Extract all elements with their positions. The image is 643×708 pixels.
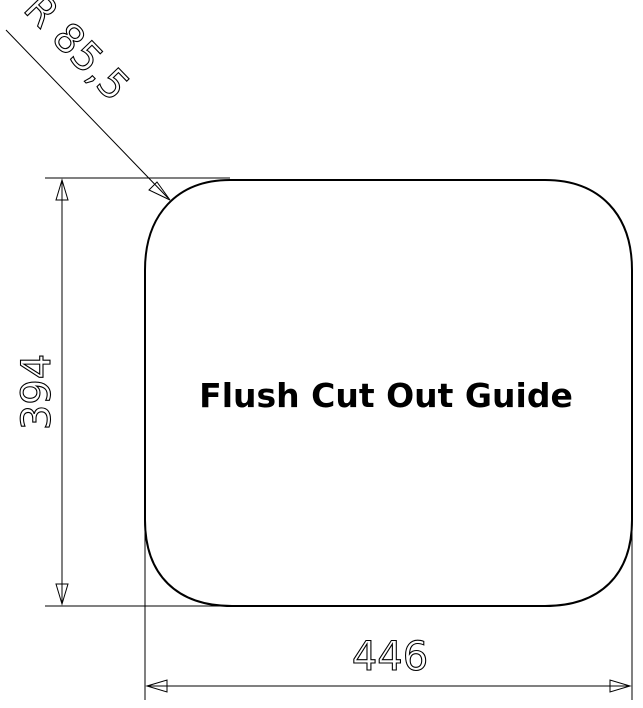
diagram-title: Flush Cut Out Guide xyxy=(199,376,573,415)
radius-leader-line xyxy=(5,29,169,199)
height-arrow-bottom xyxy=(55,583,69,606)
width-label: 446 xyxy=(352,634,428,680)
cutout-outline xyxy=(144,179,633,607)
radius-arrow xyxy=(148,181,171,201)
height-arrow-top xyxy=(55,178,69,201)
radius-label: R 85,5 xyxy=(15,0,138,110)
width-arrow-left xyxy=(145,679,168,693)
height-label: 394 xyxy=(14,354,60,430)
width-arrow-right xyxy=(609,679,632,693)
